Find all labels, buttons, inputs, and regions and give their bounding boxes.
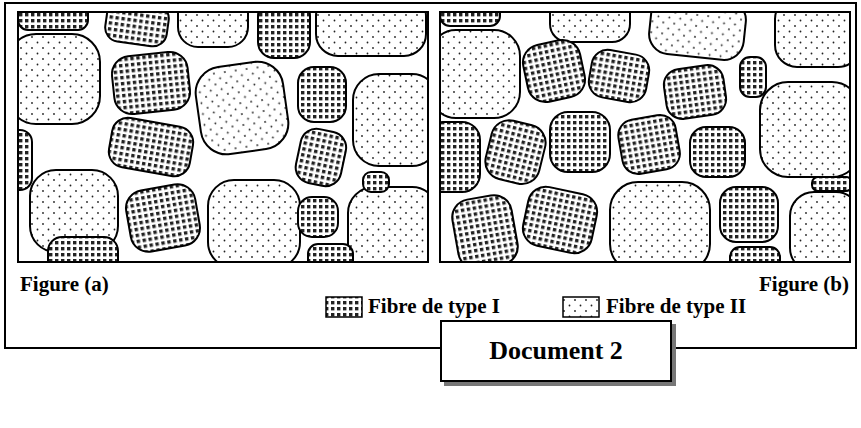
legend-swatch-type1	[326, 297, 362, 317]
document-title: Document 2	[489, 336, 623, 366]
section-a	[0, 0, 438, 277]
legend-swatch-type2	[563, 297, 599, 317]
document-title-box: Document 2	[440, 320, 672, 382]
section-b	[425, 0, 860, 277]
legend-text: Fibre de type I	[368, 294, 500, 319]
figure-label: Figure (b)	[759, 272, 849, 297]
figure-label: Figure (a)	[20, 272, 109, 297]
legend-text: Fibre de type II	[606, 294, 746, 319]
